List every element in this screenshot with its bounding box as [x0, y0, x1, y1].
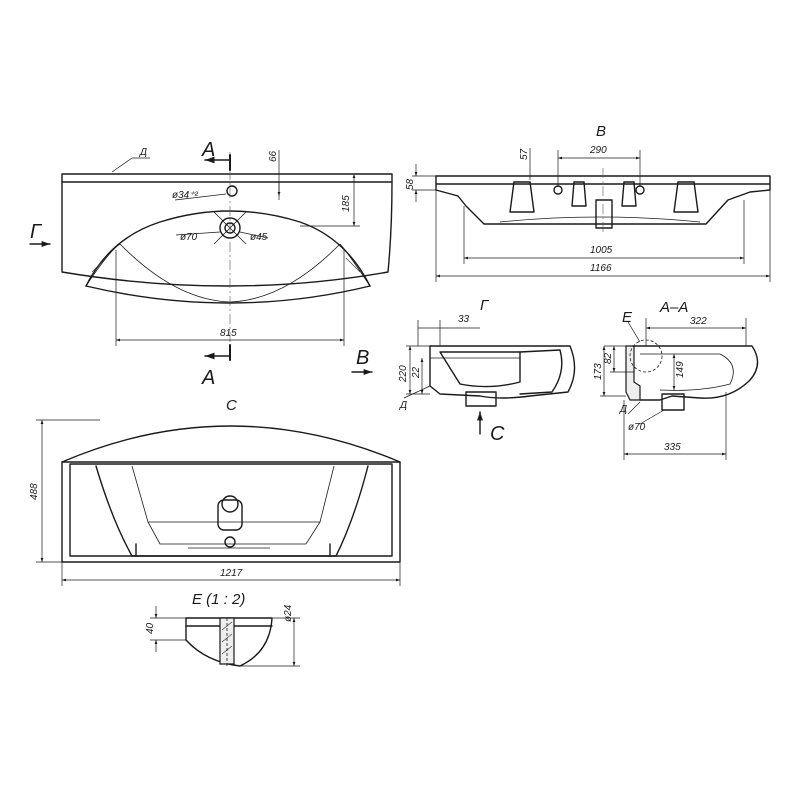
- view-b-arrow-label: B: [356, 347, 369, 369]
- cut-a-top: A: [201, 139, 215, 161]
- view-b-title: B: [596, 123, 606, 140]
- dim-57: 57: [519, 148, 530, 160]
- dim-drain: ø70: [180, 232, 198, 243]
- side-outline: [429, 345, 576, 399]
- dim-hole: ø34⁺²: [172, 190, 199, 201]
- dim-185: 185: [341, 195, 352, 212]
- dim-488: 488: [29, 483, 40, 500]
- dim-149: 149: [675, 361, 686, 378]
- faucet-hole: [226, 185, 238, 197]
- dim-815: 815: [220, 328, 237, 339]
- view-g-title: Г: [480, 297, 490, 314]
- top-view: 815 185 66 ø34⁺² ø70 ø45 Д A A Г: [29, 139, 393, 389]
- basin-rim: [85, 210, 371, 287]
- view-c-title: C: [226, 397, 237, 414]
- dim-173: 173: [593, 363, 604, 380]
- section-title: A–A: [659, 299, 688, 316]
- dim-335: 335: [664, 442, 681, 453]
- dim-58: 58: [405, 178, 416, 190]
- dim-82: 82: [603, 352, 614, 364]
- dim-1166: 1166: [590, 263, 612, 274]
- side-view-g: Г 33 22 220 Д B C: [351, 297, 576, 445]
- section-a-a: A–A E 322 82 173 149 Д ø70 335: [593, 299, 759, 460]
- dim-40: 40: [145, 622, 156, 634]
- dim-290: 290: [589, 145, 607, 156]
- cut-a-bottom: A: [201, 367, 215, 389]
- dim-33: 33: [458, 314, 470, 325]
- detail-e-marker: E: [622, 309, 633, 326]
- dim-66: 66: [268, 150, 279, 162]
- label-d: Д: [139, 147, 147, 158]
- view-g-label: Г: [30, 221, 43, 243]
- section-label-d: Д: [619, 404, 627, 415]
- top-outline: [61, 173, 393, 287]
- side-label-d: Д: [399, 400, 407, 411]
- dim-220: 220: [398, 365, 409, 383]
- dim-1217: 1217: [220, 568, 243, 579]
- view-c-outline: [61, 425, 401, 563]
- dim-24: ø24: [283, 604, 294, 622]
- view-c-arrow-label: C: [490, 423, 505, 445]
- view-c: C 488 1217: [29, 397, 401, 586]
- front-outline: [435, 175, 771, 225]
- detail-e: E (1 : 2) 40 ø24: [145, 591, 300, 667]
- dim-overflow: ø45: [250, 232, 268, 243]
- section-dim-drain: ø70: [628, 422, 646, 433]
- front-view-b: B 290 57 58 1005 1166: [405, 123, 771, 282]
- detail-e-title: E (1 : 2): [192, 591, 245, 608]
- dim-322: 322: [690, 316, 707, 327]
- dim-1005: 1005: [590, 245, 613, 256]
- dim-22: 22: [411, 366, 422, 379]
